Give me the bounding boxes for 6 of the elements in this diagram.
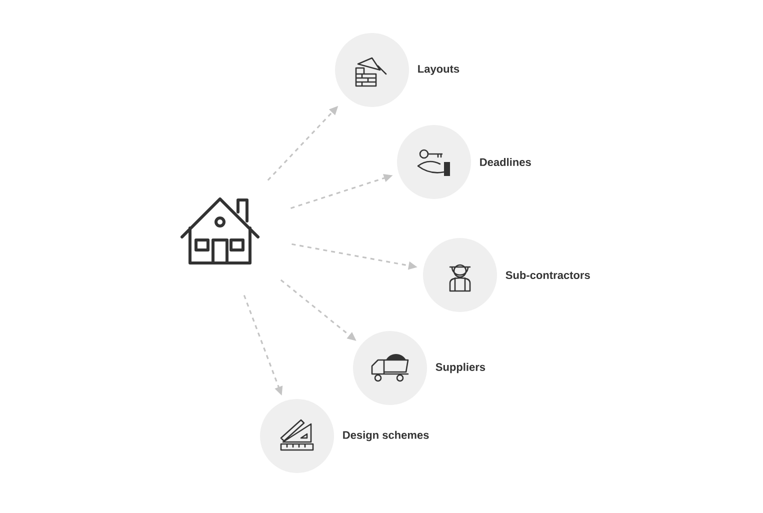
- node-label: Design schemes: [343, 430, 429, 442]
- node-label: Suppliers: [436, 362, 486, 374]
- node-label: Deadlines: [480, 158, 531, 166]
- house-drawing: [180, 198, 260, 264]
- node-label: Sub-contractors: [506, 270, 590, 280]
- node-label: Layouts: [418, 65, 460, 75]
